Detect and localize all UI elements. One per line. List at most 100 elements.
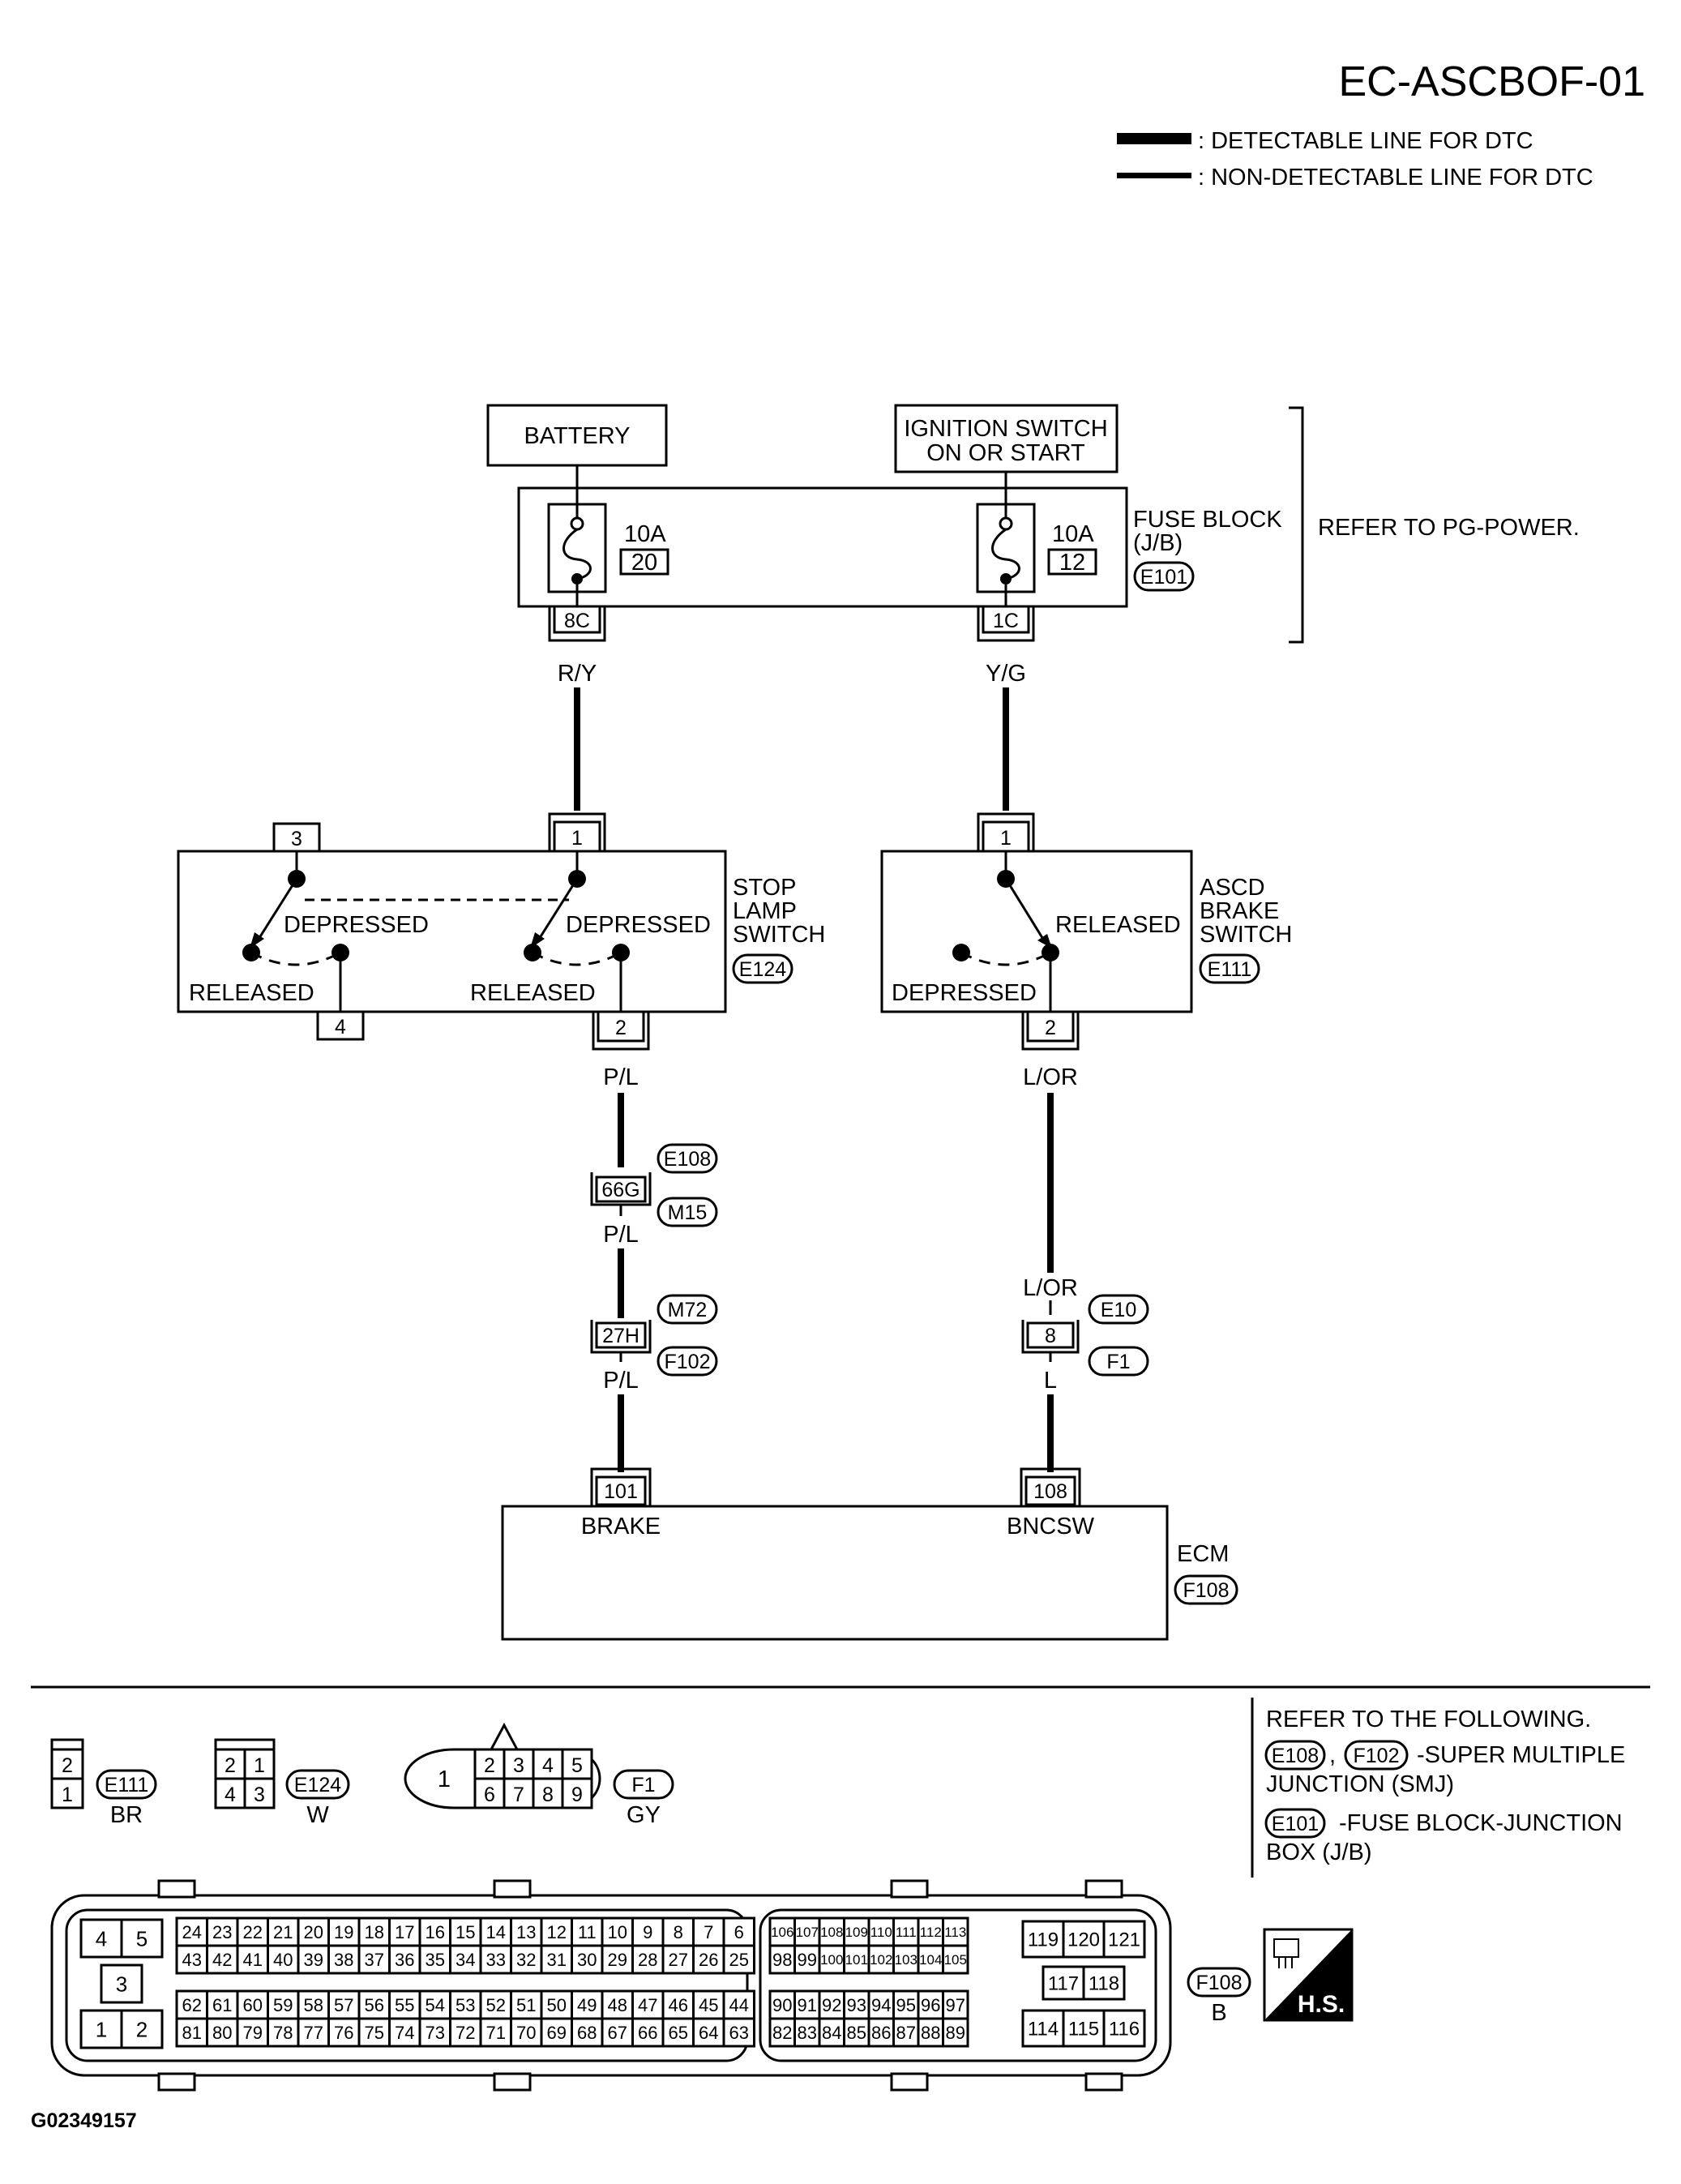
- f108-pin-label: 70: [516, 2023, 536, 2043]
- f108-pin-label: 59: [273, 1995, 293, 2015]
- wire-pl-low: P/L: [603, 1368, 639, 1394]
- stop-lamp-term-2-box: [597, 1010, 645, 1043]
- wire-color-yg: Y/G: [986, 661, 1026, 687]
- fuse-12: [976, 503, 1036, 606]
- f108-pin-cell: [540, 1944, 573, 1975]
- f1-view-id: F1: [631, 1774, 655, 1796]
- conn-f102-id: F102: [665, 1351, 711, 1373]
- f108-pin-label: 15: [456, 1922, 475, 1942]
- f108-pin-label: 26: [699, 1950, 718, 1970]
- f108-pin-label: 52: [486, 1995, 506, 2015]
- f108-pin-label: 27: [669, 1950, 688, 1970]
- f108-pin-cell: [867, 2017, 895, 2048]
- refer-note-desc-c2: BOX (J/B): [1266, 1839, 1372, 1865]
- stop-lamp-term-3-box: [272, 822, 321, 853]
- ascd-brake-switch-box: [880, 850, 1193, 1013]
- refer-note-line1: REFER TO THE FOLLOWING.: [1266, 1707, 1591, 1732]
- conn-66g-box: [595, 1176, 647, 1203]
- f108-pin-label: 81: [182, 2023, 202, 2043]
- f108-pin-label: 13: [516, 1922, 536, 1942]
- f108-pin-cell: [510, 1916, 543, 1947]
- conn-m15-badge: [657, 1197, 718, 1227]
- f108-pin-label: 5: [136, 1926, 148, 1951]
- stop-lamp-switch-box: [177, 850, 727, 1013]
- f108-pin-label: 24: [182, 1922, 202, 1942]
- f108-pin-cell: [100, 1963, 143, 2004]
- f108-pin-label: 78: [273, 2023, 293, 2043]
- f108-pin-cell: [120, 2009, 164, 2049]
- f108-pin-label: 97: [946, 1995, 965, 2015]
- f1-pin-1: 1: [438, 1766, 451, 1792]
- f108-pin-label: 114: [1028, 2019, 1059, 2041]
- f108-view-color: B: [1211, 2000, 1226, 2026]
- ecm-term-101-frame: [590, 1467, 652, 1506]
- f108-pin-label: 86: [871, 2023, 891, 2043]
- f108-pin-label: 84: [822, 2023, 841, 2043]
- f108-pin-label: 39: [304, 1950, 323, 1970]
- f108-pin-cell: [892, 1916, 920, 1947]
- legend-detectable-swatch: [1117, 133, 1191, 144]
- f108-pin-label: 12: [547, 1922, 567, 1942]
- f108-pin-label: 75: [365, 2023, 384, 2043]
- f108-pin-cell: [510, 2017, 543, 2048]
- fuse-20-number-box: [619, 548, 669, 576]
- f108-pin-cell: [722, 2017, 755, 2048]
- f108-pin-label: 43: [182, 1950, 202, 1970]
- f108-pin-cell: [942, 1944, 969, 1975]
- f108-pin-cell: [120, 1918, 164, 1959]
- f108-pin-cell: [175, 1944, 208, 1975]
- e124-view-badge: [285, 1769, 350, 1800]
- e111-view-badge: [96, 1769, 157, 1800]
- wire-pl-mid: P/L: [603, 1222, 639, 1248]
- ecm-term-brake: BRAKE: [581, 1514, 661, 1540]
- f108-pin-label: 80: [212, 2023, 232, 2043]
- terminal-1c-box: [982, 605, 1030, 634]
- f108-pin-label: 6: [734, 1922, 744, 1942]
- f108-pin-label: 37: [365, 1950, 384, 1970]
- stop-lamp-connector-badge: [732, 953, 793, 984]
- refer-note-e101-badge: [1264, 1808, 1326, 1839]
- stop-lamp-label-line2: LAMP: [733, 898, 797, 924]
- f108-pin-label: 66: [638, 2023, 657, 2043]
- f108-pin-label: 99: [798, 1950, 817, 1970]
- e124-view-id: E124: [294, 1774, 341, 1796]
- f108-pin-label: 31: [547, 1950, 567, 1970]
- figure-id: G02349157: [31, 2109, 137, 2132]
- f108-view-badge: [1187, 1967, 1251, 1998]
- f108-pin-label: 10: [608, 1922, 627, 1942]
- f108-pin-label: 82: [772, 2023, 792, 2043]
- f108-pin-label: 44: [729, 1995, 749, 2015]
- stop-lamp-term-4: 4: [335, 1016, 346, 1038]
- ascd-connector-id: E111: [1208, 958, 1252, 981]
- stop-lamp-term-3: 3: [291, 828, 302, 850]
- f108-pin-cell: [867, 1944, 895, 1975]
- conn-e10-id: E10: [1101, 1299, 1136, 1321]
- f108-pin-cell: [1082, 1965, 1126, 2001]
- f108-pin-label: 76: [334, 2023, 353, 2043]
- f108-pin-label: 63: [729, 2023, 749, 2043]
- f108-pin-cell: [479, 1916, 512, 1947]
- f108-pin-label: 100: [820, 1952, 843, 1968]
- stop-lamp-depressed-left: DEPRESSED: [284, 912, 429, 938]
- f108-pin-label: 117: [1048, 1973, 1079, 1995]
- conn-m72-id: M72: [668, 1299, 708, 1321]
- f108-pin-label: 69: [547, 2023, 567, 2043]
- f108-pin-cell: [843, 1989, 870, 2020]
- conn-f102-badge: [657, 1346, 718, 1377]
- conn-8-box: [1026, 1321, 1075, 1349]
- ascd-label-line2: BRAKE: [1200, 898, 1279, 924]
- f108-pin-label: 85: [847, 2023, 866, 2043]
- conn-27h-term: 27H: [602, 1325, 639, 1347]
- f108-pin-label: 88: [921, 2023, 940, 2043]
- stop-lamp-released-left: RELEASED: [189, 980, 314, 1006]
- fuse-20-amps: 10A: [624, 521, 666, 547]
- f108-pin-label: 110: [870, 1925, 892, 1940]
- f108-pin-label: 112: [920, 1925, 942, 1940]
- f1-view-badge: [613, 1769, 674, 1800]
- f108-pin-cell: [297, 2017, 330, 2048]
- ecm-label: ECM: [1177, 1541, 1229, 1567]
- refer-note-e108-badge: [1264, 1740, 1326, 1771]
- f108-pin-cell: [175, 2017, 208, 2048]
- terminal-8c-frame: [548, 606, 606, 642]
